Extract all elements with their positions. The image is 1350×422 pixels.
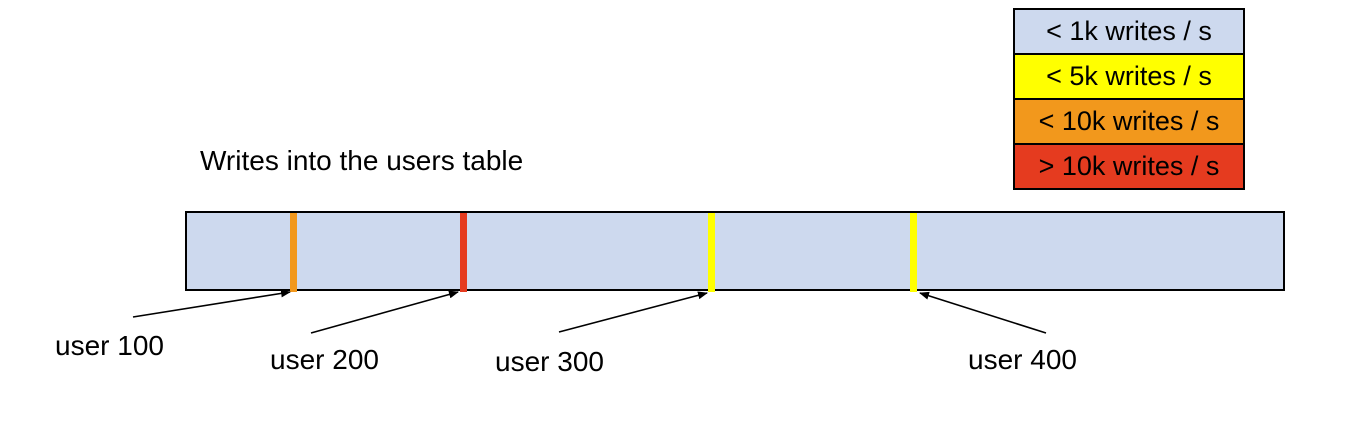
write-hotspot-user-200 (460, 213, 467, 292)
legend-item-label: < 5k writes / s (1046, 61, 1212, 91)
legend-item-lt-5k: < 5k writes / s (1013, 53, 1245, 100)
label-user-400: user 400 (968, 344, 1077, 375)
arrow-user-400 (919, 291, 1047, 334)
label-user-100: user 100 (55, 330, 164, 361)
legend-item-label: < 1k writes / s (1046, 16, 1212, 46)
users-table-bar (185, 211, 1285, 292)
label-user-200: user 200 (270, 344, 379, 375)
legend-item-lt-10k: < 10k writes / s (1013, 98, 1245, 145)
legend: < 1k writes / s < 5k writes / s < 10k wr… (1013, 8, 1245, 190)
write-hotspot-user-400 (910, 213, 917, 292)
arrow-user-100 (132, 289, 291, 318)
legend-item-label: > 10k writes / s (1038, 151, 1220, 181)
legend-item-label: < 10k writes / s (1038, 106, 1220, 136)
diagram-title: Writes into the users table (200, 145, 524, 176)
write-hotspot-user-300 (708, 213, 715, 292)
legend-item-gt-10k: > 10k writes / s (1013, 143, 1245, 190)
arrow-user-200 (310, 290, 459, 334)
arrow-user-300 (558, 291, 708, 333)
label-user-300: user 300 (495, 346, 604, 377)
write-hotspot-user-100 (290, 213, 297, 292)
legend-item-lt-1k: < 1k writes / s (1013, 8, 1245, 55)
